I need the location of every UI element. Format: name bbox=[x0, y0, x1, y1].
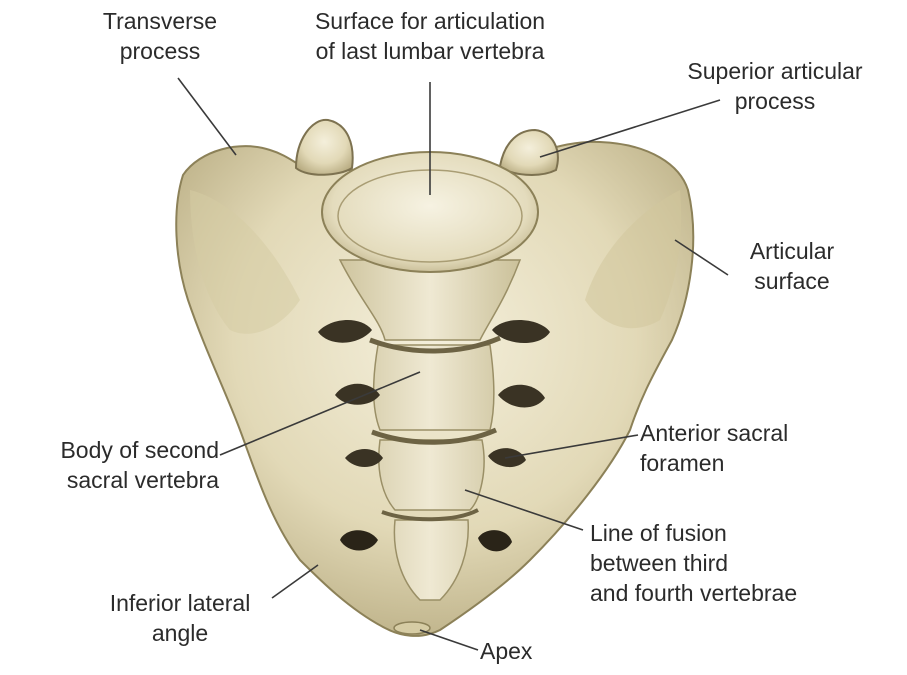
label-superior-articular-line1: Superior articular bbox=[655, 56, 895, 86]
label-transverse-process: Transverse process bbox=[60, 6, 260, 66]
label-superior-articular-line2: process bbox=[655, 86, 895, 116]
leader-transverse-process bbox=[178, 78, 236, 155]
label-body-second-line2: sacral vertebra bbox=[4, 465, 219, 495]
label-transverse-process-line1: Transverse bbox=[60, 6, 260, 36]
label-inferior-lateral-line1: Inferior lateral bbox=[80, 588, 280, 618]
label-line-of-fusion-line1: Line of fusion bbox=[590, 518, 890, 548]
label-surface-articulation-line1: Surface for articulation bbox=[270, 6, 590, 36]
left-superior-articular-process bbox=[296, 120, 353, 175]
label-anterior-foramen-line1: Anterior sacral bbox=[640, 418, 860, 448]
label-articular-surface-line2: surface bbox=[712, 266, 872, 296]
right-superior-articular-process bbox=[500, 130, 558, 175]
label-surface-articulation-line2: of last lumbar vertebra bbox=[270, 36, 590, 66]
label-superior-articular: Superior articular process bbox=[655, 56, 895, 116]
label-anterior-foramen-line2: foramen bbox=[640, 448, 860, 478]
label-inferior-lateral: Inferior lateral angle bbox=[80, 588, 280, 648]
label-articular-surface-line1: Articular bbox=[712, 236, 872, 266]
label-line-of-fusion-line3: and fourth vertebrae bbox=[590, 578, 890, 608]
label-anterior-foramen: Anterior sacral foramen bbox=[640, 418, 860, 478]
label-apex: Apex bbox=[480, 636, 580, 666]
label-surface-articulation: Surface for articulation of last lumbar … bbox=[270, 6, 590, 66]
label-articular-surface: Articular surface bbox=[712, 236, 872, 296]
label-transverse-process-line2: process bbox=[60, 36, 260, 66]
label-apex-line1: Apex bbox=[480, 636, 580, 666]
leader-apex bbox=[420, 630, 478, 650]
label-line-of-fusion-line2: between third bbox=[590, 548, 890, 578]
label-inferior-lateral-line2: angle bbox=[80, 618, 280, 648]
label-body-second-line1: Body of second bbox=[4, 435, 219, 465]
label-line-of-fusion: Line of fusion between third and fourth … bbox=[590, 518, 890, 608]
label-body-second: Body of second sacral vertebra bbox=[4, 435, 219, 495]
